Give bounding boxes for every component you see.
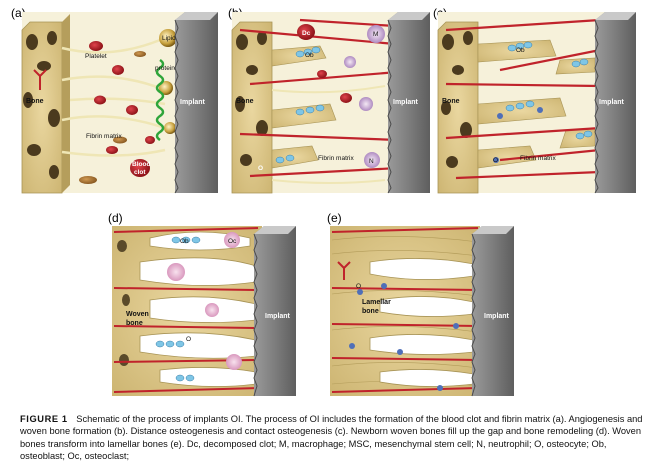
blood-clot-label-2: clot bbox=[134, 169, 146, 176]
blood-clot-label-1: Blood bbox=[132, 161, 150, 168]
panel-label-e: (e) bbox=[327, 211, 342, 225]
osteoclasts bbox=[167, 232, 242, 370]
implant-label: Implant bbox=[599, 99, 625, 106]
figure-caption: FIGURE 1 Schematic of the process of imp… bbox=[20, 413, 645, 463]
implant bbox=[595, 12, 636, 193]
implant-top bbox=[254, 226, 296, 234]
caption-text: Schematic of the process of implants OI.… bbox=[20, 414, 643, 462]
panel-d: (d) Impla bbox=[108, 211, 296, 397]
protein-label: protein bbox=[155, 65, 175, 72]
bone-pores bbox=[117, 240, 130, 366]
bone-label: Bone bbox=[442, 98, 460, 105]
fibrin-strands bbox=[271, 85, 386, 184]
o-label: O bbox=[493, 157, 498, 164]
fibrin-strands bbox=[61, 38, 166, 157]
lamellar-label-2: bone bbox=[362, 308, 379, 315]
o-label: O bbox=[258, 165, 263, 172]
blood-cells bbox=[297, 24, 352, 103]
implant bbox=[175, 12, 218, 193]
ob-label: Ob bbox=[516, 47, 525, 54]
ob-label: Ob bbox=[180, 238, 189, 245]
fibrin-label: Fibrin matrix bbox=[318, 155, 355, 162]
blood-vessels bbox=[113, 227, 259, 393]
implant-thread bbox=[174, 19, 179, 194]
implant-top bbox=[175, 12, 218, 20]
osteocytes bbox=[493, 107, 543, 163]
blood-vessels bbox=[239, 18, 399, 178]
marrow-cavities bbox=[369, 258, 475, 387]
ob-label: Ob bbox=[305, 52, 314, 59]
implant-label: Implant bbox=[484, 313, 510, 320]
osteocytes bbox=[349, 283, 459, 391]
implant-label: Implant bbox=[180, 99, 206, 106]
lipid-label: Lipid bbox=[162, 35, 176, 42]
o-label: O bbox=[356, 283, 361, 290]
blood-vessels bbox=[445, 18, 601, 180]
m-label: M bbox=[373, 31, 378, 38]
fibrin-label: Fibrin matrix bbox=[86, 133, 123, 140]
lipid-particles bbox=[159, 29, 177, 134]
panel-a: (a) bbox=[11, 6, 218, 194]
woven-label-2: bone bbox=[126, 320, 143, 327]
implant-top bbox=[472, 226, 514, 234]
implant-label: Implant bbox=[265, 313, 291, 320]
panel-c: (c) Bone Imp bbox=[433, 6, 636, 194]
implant bbox=[472, 226, 514, 396]
figure-number: FIGURE 1 bbox=[20, 414, 68, 424]
blood-vessel bbox=[33, 69, 47, 90]
implant bbox=[388, 12, 430, 193]
implant-thread bbox=[594, 19, 599, 194]
woven-bone-growth bbox=[477, 39, 596, 169]
protein-strand bbox=[155, 58, 165, 142]
osteoblasts bbox=[275, 46, 325, 164]
bone-pores bbox=[441, 31, 473, 168]
bone-pores bbox=[235, 31, 268, 166]
lamellar-label-1: Lamellar bbox=[362, 299, 391, 306]
marrow-cavities bbox=[139, 231, 257, 387]
woven-label-1: Woven bbox=[126, 311, 149, 318]
panel-e: (e) Implant O Lamellar bone bbox=[327, 211, 514, 397]
implant-label: Implant bbox=[393, 99, 419, 106]
platelet-label: Platelet bbox=[85, 53, 107, 60]
implant-top bbox=[595, 12, 636, 20]
implant-thread bbox=[471, 233, 476, 397]
implant bbox=[254, 226, 296, 396]
bone-label: Bone bbox=[26, 98, 44, 105]
osteoblasts bbox=[155, 236, 201, 382]
bone-label: Bone bbox=[236, 98, 254, 105]
fibrin-label: Fibrin matrix bbox=[520, 155, 557, 162]
n-label: N bbox=[369, 158, 374, 165]
lamellae-lines bbox=[331, 236, 479, 387]
oc-label: Oc bbox=[228, 238, 237, 245]
oi-process-figure: (a) bbox=[11, 6, 636, 397]
implant-thread bbox=[253, 233, 258, 397]
implant-top bbox=[388, 12, 430, 20]
panel-label-d: (d) bbox=[108, 211, 123, 225]
panel-b: (b) bbox=[228, 6, 430, 194]
implant-thread bbox=[387, 19, 392, 194]
bone-block-side bbox=[62, 14, 70, 193]
o-label: O bbox=[186, 336, 191, 343]
osteoblasts bbox=[505, 41, 593, 140]
macrophages bbox=[344, 25, 385, 168]
platelets bbox=[79, 51, 146, 184]
bone-pores bbox=[23, 31, 60, 179]
bone-block bbox=[231, 21, 273, 194]
blood-cells bbox=[89, 41, 155, 177]
dc-label: Dc bbox=[302, 30, 311, 37]
